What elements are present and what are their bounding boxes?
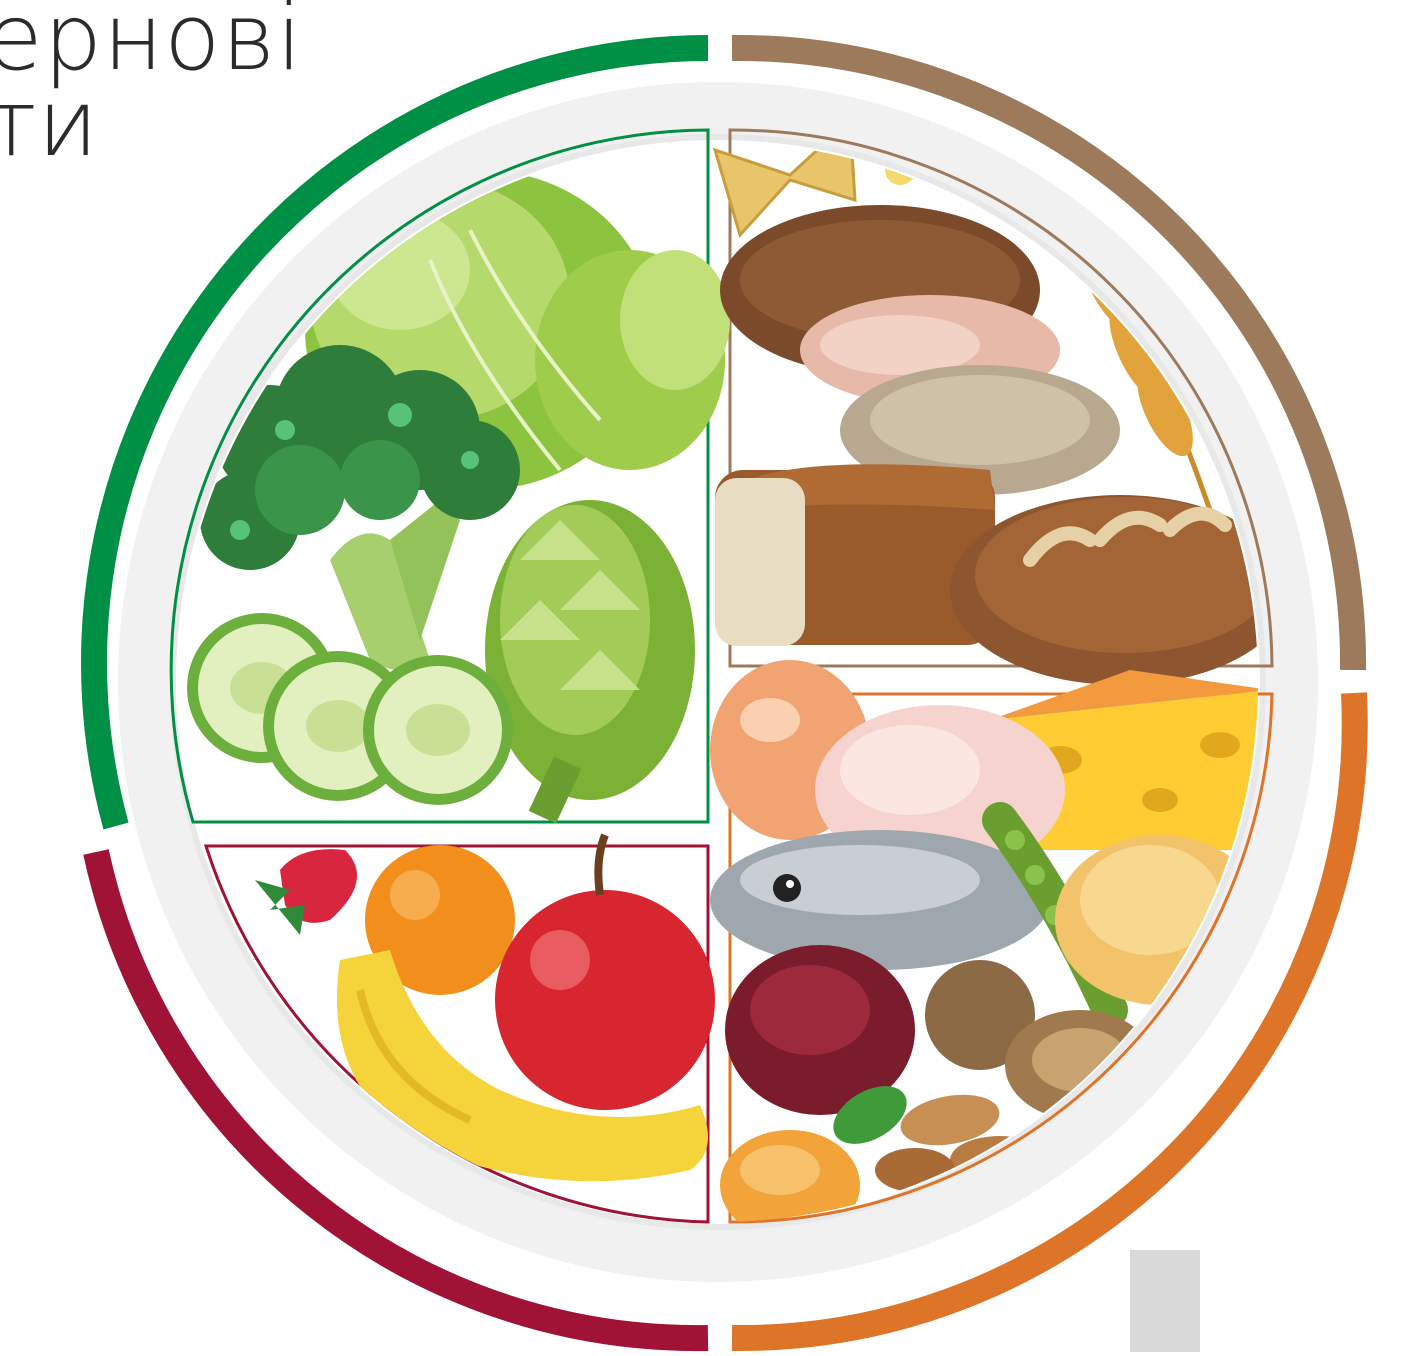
paper-scrap <box>1130 1250 1200 1352</box>
caption-line-2: ти <box>0 78 99 170</box>
bread-loaf-icon <box>715 464 995 646</box>
fish-icon <box>710 830 1050 970</box>
